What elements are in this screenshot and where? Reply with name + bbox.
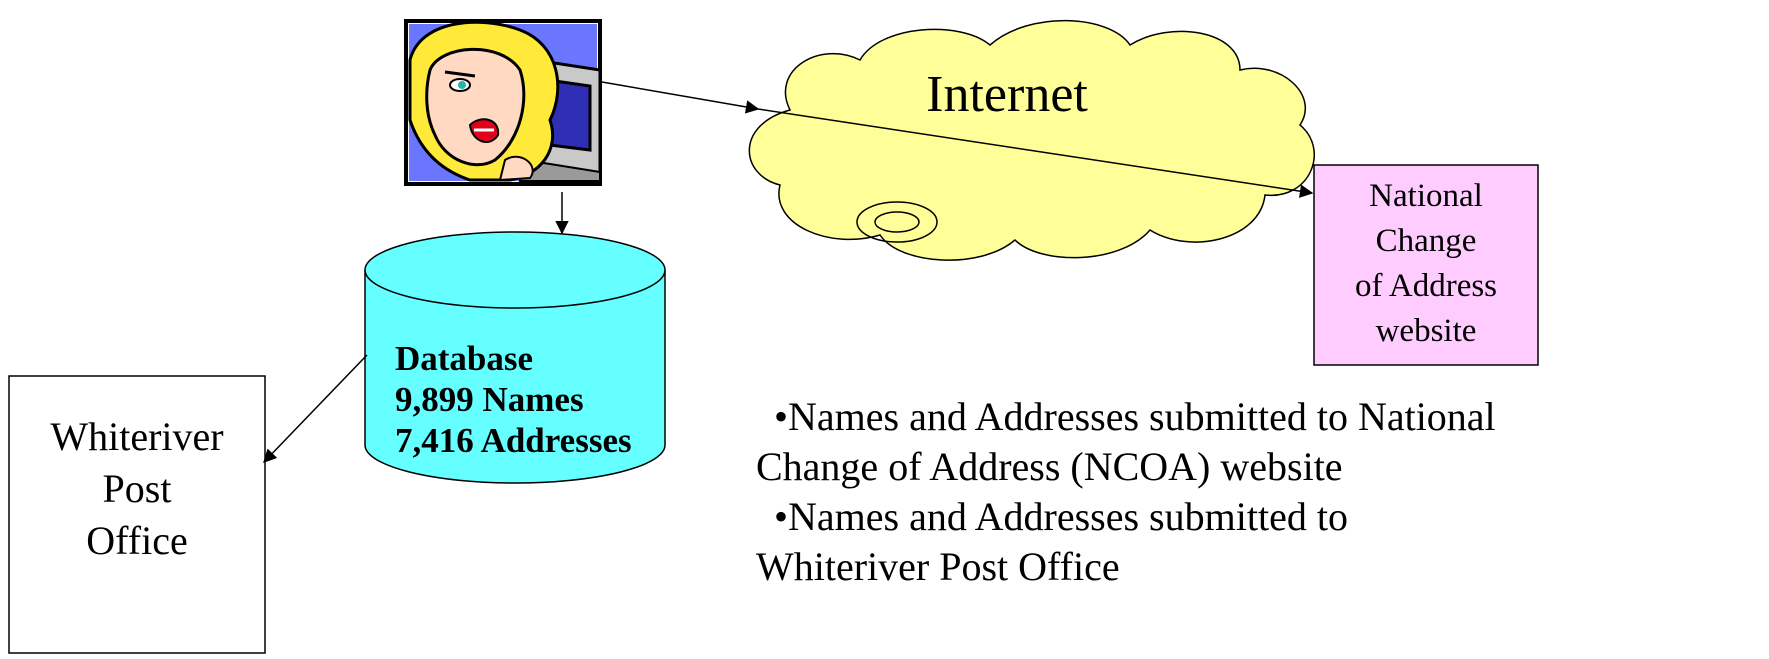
post-office-line-2: Post [102, 466, 172, 511]
note-item-1: •Names and Addresses submitted to Nation… [756, 392, 1756, 442]
database-line-3: 7,416 Addresses [395, 421, 632, 460]
notes-list: •Names and Addresses submitted to Nation… [756, 392, 1756, 592]
arrow-database-to-post-office [263, 354, 368, 463]
woman-at-computer-icon [404, 19, 602, 186]
database-line-1: Database [395, 339, 534, 378]
arrow-internet-to-ncoa [757, 108, 1314, 198]
arrow-user-to-internet [601, 81, 760, 114]
ncoa-label: National Change of Address website [1314, 174, 1538, 354]
cloud-puff-inner [874, 211, 920, 233]
cloud-label: Internet [926, 66, 1088, 123]
database-cylinder [364, 231, 666, 484]
note-item-2: •Names and Addresses submitted to [756, 492, 1756, 542]
ncoa-line-3: of Address [1354, 268, 1498, 304]
cloud-puff-outer [856, 201, 938, 243]
note-1-line-1: Names and Addresses submitted to Nationa… [788, 394, 1496, 439]
post-office-line-1: Whiteriver [50, 414, 224, 459]
note-2-line-1: Names and Addresses submitted to [788, 494, 1348, 539]
post-office-box-frame [8, 375, 266, 654]
post-office-label: Whiteriver Post Office [9, 411, 265, 567]
ncoa-line-1: National [1369, 178, 1483, 214]
database-label: Database 9,899 Names 7,416 Addresses [395, 338, 632, 461]
ncoa-line-4: website [1375, 313, 1477, 349]
post-office-line-3: Office [86, 518, 188, 563]
cloud-shape [748, 19, 1316, 261]
database-line-2: 9,899 Names [395, 380, 584, 419]
note-1-line-2: Change of Address (NCOA) website [756, 444, 1343, 489]
bullet-2: • [774, 494, 789, 539]
internet-cloud: Internet [748, 19, 1316, 261]
ncoa-box-frame [1313, 164, 1539, 366]
note-2-line-2: Whiteriver Post Office [756, 544, 1120, 589]
bullet-1: • [774, 394, 789, 439]
ncoa-line-2: Change [1375, 223, 1477, 259]
